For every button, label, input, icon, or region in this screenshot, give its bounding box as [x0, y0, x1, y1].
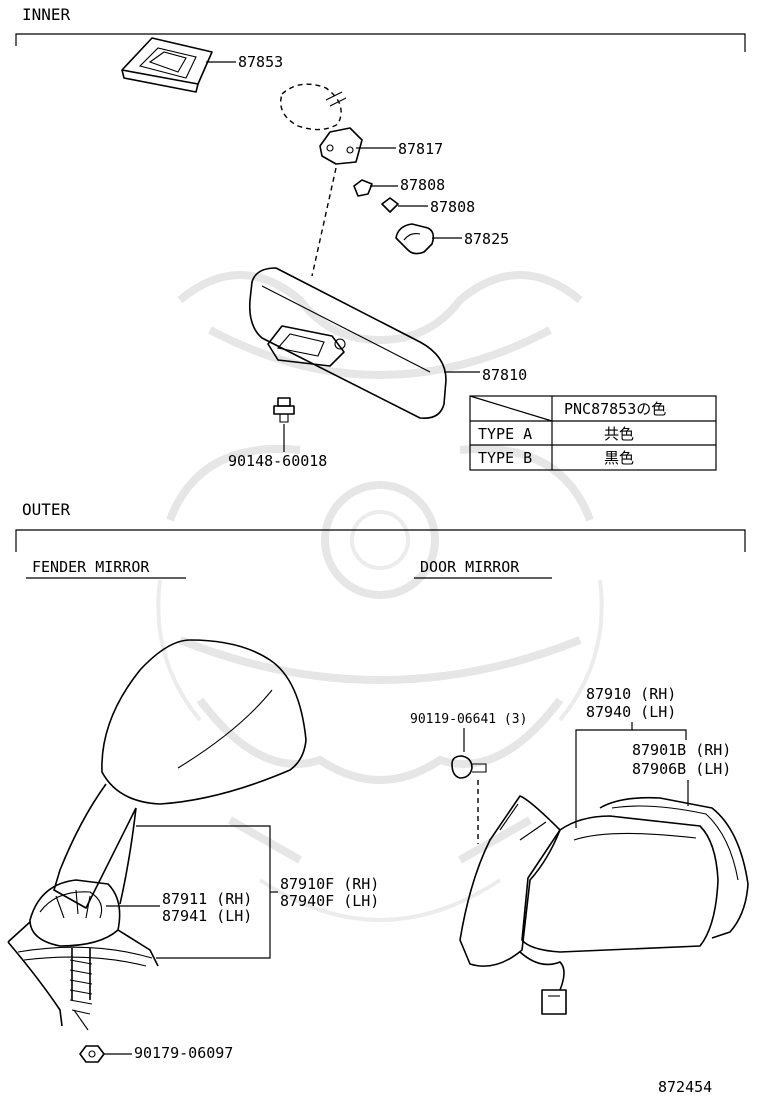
label-87941-lh: 87941 (LH): [162, 907, 252, 925]
label-87906b-lh: 87906B (LH): [632, 760, 731, 778]
label-87901b-rh: 87901B (RH): [632, 741, 731, 759]
watermark-emblem: [156, 271, 604, 922]
outer-bracket: [15, 529, 746, 552]
label-87940-lh: 87940 (LH): [586, 703, 676, 721]
label-87853: 87853: [238, 53, 283, 71]
part-90119-screw: [451, 755, 487, 779]
label-87825: 87825: [464, 230, 509, 248]
color-table-type-a: TYPE A: [478, 425, 532, 443]
label-87808-b: 87808: [430, 198, 475, 216]
label-87810: 87810: [482, 366, 527, 384]
part-door-mirror: [459, 795, 749, 1015]
label-87910-rh: 87910 (RH): [586, 685, 676, 703]
leader-87910-right: [632, 729, 687, 740]
install-line-inner: [311, 167, 337, 277]
part-87808-clip-a: [353, 179, 373, 197]
part-87810-inner-mirror: [248, 267, 447, 420]
diagram-number: 872454: [658, 1078, 712, 1096]
label-87808-a: 87808: [400, 176, 445, 194]
label-87940f-lh: 87940F (LH): [280, 892, 379, 910]
part-87817-socket: [319, 127, 363, 165]
part-87825-clamp: [395, 223, 435, 255]
outer-section-title: OUTER: [22, 500, 71, 519]
label-87911-rh: 87911 (RH): [162, 890, 252, 908]
leader-87910: [575, 722, 633, 828]
part-90148-bolt: [273, 397, 295, 423]
color-table-color-a: 共色: [604, 425, 634, 443]
part-87808-clip-b: [381, 197, 399, 213]
part-lamp-bulb: [280, 83, 347, 131]
label-87817: 87817: [398, 140, 443, 158]
door-mirror-title: DOOR MIRROR: [420, 558, 520, 576]
color-table-header: PNC87853の色: [564, 400, 666, 418]
label-87910f-rh: 87910F (RH): [280, 875, 379, 893]
part-90179-nut: [79, 1045, 105, 1063]
label-90148-60018: 90148-60018: [228, 452, 327, 470]
inner-section-title: INNER: [22, 5, 71, 24]
part-87853-cover: [121, 37, 213, 93]
color-table-type-b: TYPE B: [478, 449, 532, 467]
inner-bracket: [15, 33, 746, 52]
fender-mirror-title: FENDER MIRROR: [32, 558, 150, 576]
color-table: PNC87853の色 TYPE A 共色 TYPE B 黒色: [469, 395, 717, 471]
color-table-color-b: 黒色: [604, 449, 634, 467]
label-90119-06641: 90119-06641 (3): [410, 712, 527, 727]
label-90179-06097: 90179-06097: [134, 1044, 233, 1062]
part-fender-mirror: [7, 639, 307, 1031]
